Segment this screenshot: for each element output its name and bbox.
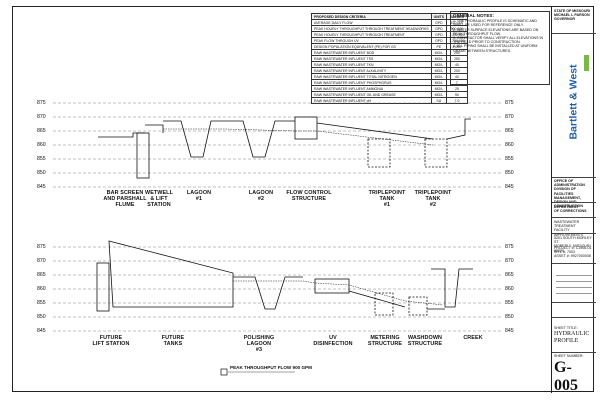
polishing-lagoon-3 (233, 276, 303, 310)
structure-label: LAGOON #1 (186, 190, 212, 202)
elevation-label: 870 (37, 114, 46, 120)
creek (431, 268, 473, 308)
logo-green-bar (584, 55, 589, 71)
metering-pipe (348, 290, 406, 308)
structure-label: TRIPLEPOINT TANK #2 (414, 190, 452, 208)
structure-label: METERING STRUCTURE (367, 335, 403, 347)
elevation-label: 870 (505, 258, 514, 264)
elevation-label: 850 (37, 170, 46, 176)
general-note-item: 2. WATER SURFACE ELEVATIONS ARE BASED ON… (453, 27, 539, 36)
general-note-item: 4. ALL PIPING SHALL BE INSTALLED AT UNIF… (453, 44, 538, 53)
general-note-item: 3. CONTRACTOR SHALL VERIFY ALL ELEVATION… (453, 36, 544, 45)
hydraulic-profile-drawing (53, 102, 503, 376)
elevation-label: 855 (37, 300, 46, 306)
elevation-label: 845 (37, 328, 46, 334)
lagoon-2 (225, 120, 295, 158)
project-number: PROJECT #: C1906-01 (554, 246, 592, 250)
flow-note-label: PEAK THROUGHPUT FLOW 900 GPM (230, 365, 312, 370)
structure-label: POLISHING LAGOON #3 (243, 335, 275, 353)
triplepoint-tank-2 (424, 138, 448, 168)
elevation-label: 865 (505, 128, 514, 134)
future-tanks (108, 240, 234, 308)
structure-label: LAGOON #2 (248, 190, 274, 202)
elevation-label: 870 (37, 258, 46, 264)
structure-label: FUTURE LIFT STATION (92, 335, 130, 347)
structure-label: FUTURE TANKS (161, 335, 185, 347)
structure-label: CREEK (463, 335, 483, 341)
project-name: WASTEWATER TREATMENT FACILITY IMPROVEMEN… (554, 220, 584, 237)
elevation-label: 860 (505, 142, 514, 148)
wetwell-lift-station (136, 132, 150, 179)
structure-label: WETWELL & LIFT STATION (145, 190, 173, 208)
bottom-water-surface (233, 280, 444, 306)
top-profile-grid (53, 102, 503, 188)
elevation-label: 875 (37, 244, 46, 250)
flow-note-marker (220, 368, 228, 376)
uv-disinfection (314, 278, 350, 294)
firm-logo: Bartlett & West (556, 47, 592, 157)
outlet-riser (446, 118, 471, 140)
title-block: STATE OF MISSOURI MICHAEL L PARSON GOVER… (551, 7, 596, 394)
future-lift-station (96, 262, 110, 312)
top-water-surface (163, 128, 434, 146)
sheet-number: G-005 (554, 359, 578, 394)
elevation-label: 845 (37, 184, 46, 190)
triplepoint-tank-1 (367, 138, 391, 168)
firm-name: Bartlett & West (568, 64, 581, 140)
bottom-profile-grid (53, 246, 503, 332)
elevation-label: 860 (505, 286, 514, 292)
effluent-pipe (316, 122, 434, 140)
elevation-label: 865 (37, 128, 46, 134)
criteria-label: RAW WASTEWATER INFLUENT pH (311, 97, 432, 104)
office-administration-block: OFFICE OF ADMINISTRATION DIVISION OF FAC… (554, 179, 585, 209)
structure-label: FLOW CONTROL STRUCTURE (286, 190, 332, 202)
structure-label: WASHDOWN STRUCTURE (407, 335, 443, 347)
sheet-number-label: SHEET NUMBER: (554, 354, 584, 358)
elevation-label: 850 (505, 170, 514, 176)
general-notes-box: GENERAL NOTES: 1. THE HYDRAULIC PROFILE … (450, 11, 550, 85)
sheet-title-label: SHEET TITLE: (554, 326, 578, 330)
elevation-label: 860 (37, 142, 46, 148)
elevation-label: 875 (505, 100, 514, 106)
department-block: DEPARTMENT OF CORRECTIONS (554, 205, 587, 214)
general-note-item: 1. THE HYDRAULIC PROFILE IS SCHEMATIC AN… (453, 19, 537, 28)
top-profile-structures (98, 116, 471, 179)
elevation-label: 855 (505, 300, 514, 306)
elevation-label: 850 (505, 314, 514, 320)
general-notes-title: GENERAL NOTES: (453, 13, 495, 18)
flow-control-structure (294, 116, 318, 140)
force-main (145, 124, 164, 133)
elevation-label: 850 (37, 314, 46, 320)
structure-label: BAR SCREEN AND PARSHALL FLUME (103, 190, 147, 208)
bottom-profile-structures (96, 240, 473, 316)
elevation-label: 845 (505, 328, 514, 334)
structure-label: UV DISINFECTION (313, 335, 353, 347)
criteria-value: 7.0 (446, 97, 468, 104)
elevation-label: 855 (505, 156, 514, 162)
lagoon-1 (163, 120, 225, 158)
sheet-title: HYDRAULIC PROFILE (554, 331, 590, 344)
design-criteria-table: PROPOSED DESIGN CRITERIA UNITS VALUES AV… (311, 13, 468, 104)
drawing-sheet: PROPOSED DESIGN CRITERIA UNITS VALUES AV… (12, 6, 596, 394)
metering-structure (374, 292, 394, 316)
elevation-label: 860 (37, 286, 46, 292)
site-number: SITE #: 7003 (554, 250, 575, 254)
elevation-label: 875 (37, 100, 46, 106)
structure-label: TRIPLEPOINT TANK #1 (368, 190, 406, 208)
elevation-label: 875 (505, 244, 514, 250)
site-address: 5201 SOUTH MORLEY ST MOBERLY, MISSOURI 6… (554, 236, 592, 253)
elevation-label: 845 (505, 184, 514, 190)
state-governor-block: STATE OF MISSOURI MICHAEL L PARSON GOVER… (554, 9, 591, 22)
bar-screen-channel (98, 132, 145, 138)
elevation-label: 870 (505, 114, 514, 120)
elevation-label: 865 (505, 272, 514, 278)
asset-number: ASSET #: 9927000008 (554, 254, 591, 258)
elevation-label: 865 (37, 272, 46, 278)
washdown-structure (408, 296, 428, 316)
elevation-label: 855 (37, 156, 46, 162)
